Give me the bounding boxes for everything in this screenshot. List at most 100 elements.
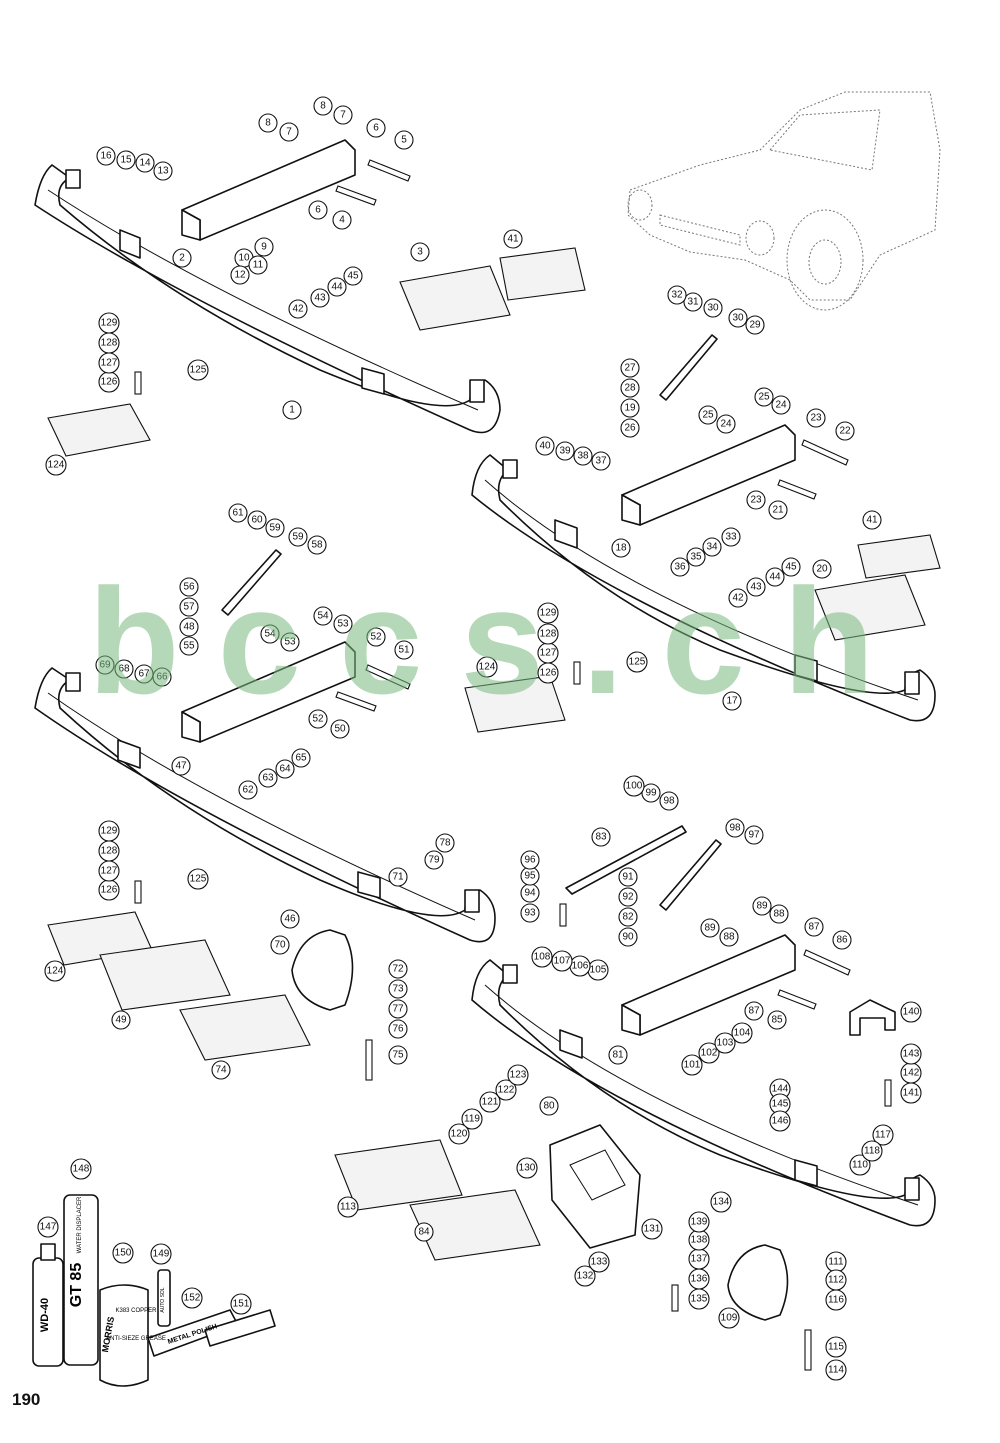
callout-49: 49 <box>111 1010 131 1030</box>
callout-number: 24 <box>720 419 732 430</box>
callout-number: 128 <box>101 338 118 349</box>
bracket-2 <box>181 139 356 241</box>
callout-129: 129 <box>98 312 120 334</box>
callout-circle <box>698 405 718 425</box>
callout-number: 21 <box>772 505 784 516</box>
callout-3: 3 <box>410 242 430 262</box>
callout-circle <box>769 904 789 924</box>
callout-number: 142 <box>903 1068 920 1079</box>
bumper-4 <box>471 959 936 1227</box>
callout-circle <box>448 1123 470 1145</box>
callout-circle <box>872 1124 894 1146</box>
callout-circle <box>900 1043 922 1065</box>
callout-number: 22 <box>839 426 851 437</box>
callout-circle <box>765 567 785 587</box>
callout-circle <box>591 827 611 847</box>
callout-number: 71 <box>392 872 404 883</box>
callout-128: 128 <box>98 840 120 862</box>
callout-circle <box>520 850 540 870</box>
callout-50: 50 <box>330 719 350 739</box>
callout-circle <box>825 1359 847 1381</box>
callout-34: 34 <box>702 537 722 557</box>
callout-20: 20 <box>812 559 832 579</box>
callout-12: 12 <box>230 265 250 285</box>
callout-94: 94 <box>520 883 540 903</box>
callout-102: 102 <box>698 1042 720 1064</box>
callout-99: 99 <box>641 783 661 803</box>
callout-number: 127 <box>101 358 118 369</box>
callout-number: 38 <box>577 451 589 462</box>
callout-29: 29 <box>745 315 765 335</box>
callout-30: 30 <box>703 298 723 318</box>
callout-8: 8 <box>313 96 333 116</box>
callout-36: 36 <box>670 557 690 577</box>
callout-circle <box>171 756 191 776</box>
callout-number: 91 <box>622 872 634 883</box>
callout-31: 31 <box>683 292 703 312</box>
callout-number: 88 <box>773 909 785 920</box>
callout-number: 45 <box>347 271 359 282</box>
callout-22: 22 <box>835 421 855 441</box>
callout-circle <box>641 783 661 803</box>
callout-number: 128 <box>101 846 118 857</box>
callout-115: 115 <box>825 1336 847 1358</box>
callout-circle <box>626 651 648 673</box>
callout-number: 9 <box>261 242 267 253</box>
callout-number: 60 <box>251 515 263 526</box>
callout-number: 3 <box>417 247 423 258</box>
callout-140: 140 <box>900 1001 922 1023</box>
callout-circle <box>44 960 66 982</box>
callout-number: 129 <box>101 826 118 837</box>
callout-62: 62 <box>238 780 258 800</box>
callout-circle <box>258 768 278 788</box>
tube-brand-label: AUTO SOL <box>160 1287 166 1312</box>
callout-107: 107 <box>551 950 573 972</box>
callout-111: 111 <box>825 1251 847 1273</box>
callout-number: 48 <box>183 622 195 633</box>
callout-127: 127 <box>98 352 120 374</box>
callout-number: 19 <box>624 403 636 414</box>
callout-8: 8 <box>258 113 278 133</box>
callout-89: 89 <box>752 896 772 916</box>
callout-41: 41 <box>862 510 882 530</box>
callout-number: 11 <box>253 260 264 271</box>
callout-number: 104 <box>734 1028 751 1039</box>
callout-number: 87 <box>808 922 820 933</box>
callout-85: 85 <box>767 1010 787 1030</box>
callout-circle <box>623 775 645 797</box>
callout-number: 124 <box>47 966 64 977</box>
callout-circle <box>728 588 748 608</box>
callout-circle <box>327 277 347 297</box>
callout-53: 53 <box>280 632 300 652</box>
callout-number: 53 <box>337 619 349 630</box>
callout-number: 55 <box>183 641 195 652</box>
callout-132: 132 <box>574 1265 596 1287</box>
callout-128: 128 <box>537 623 559 645</box>
callout-number: 8 <box>320 101 326 112</box>
callout-circle <box>228 503 248 523</box>
callout-circle <box>752 896 772 916</box>
callout-24: 24 <box>716 414 736 434</box>
callout-35: 35 <box>686 547 706 567</box>
callout-65: 65 <box>291 748 311 768</box>
callout-circle <box>681 1054 703 1076</box>
callout-59: 59 <box>288 527 308 547</box>
callout-number: 114 <box>828 1365 844 1376</box>
callout-circle <box>265 518 285 538</box>
callout-number: 89 <box>704 923 716 934</box>
callout-125: 125 <box>626 651 648 673</box>
callout-circle <box>700 918 720 938</box>
callout-number: 105 <box>590 965 607 976</box>
callout-number: 79 <box>428 855 440 866</box>
callout-number: 101 <box>684 1060 701 1071</box>
callout-number: 50 <box>334 724 346 735</box>
callout-circle <box>388 867 408 887</box>
callout-circle <box>702 537 722 557</box>
callout-circle <box>507 1064 529 1086</box>
watermark: bccs.ch <box>88 557 913 725</box>
callout-circle <box>114 659 134 679</box>
callout-circle <box>835 421 855 441</box>
callout-32: 32 <box>667 285 687 305</box>
callout-circle <box>806 408 826 428</box>
callout-number: 139 <box>691 1217 708 1228</box>
